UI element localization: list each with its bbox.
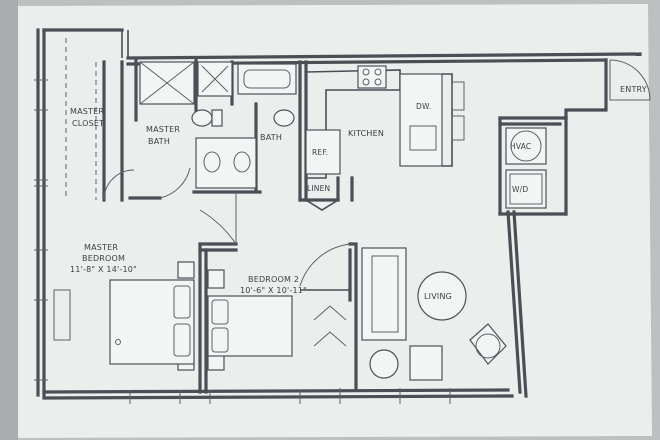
- dishwasher-label: DW.: [416, 102, 431, 111]
- bath-fixtures: [237, 63, 297, 127]
- master-bedroom-furniture: [109, 261, 195, 371]
- washer-dryer-unit: [505, 169, 547, 209]
- refrigerator-label: REF.: [312, 148, 328, 157]
- washer-dryer-label: W/D: [512, 185, 528, 194]
- bedroom-2-label: BEDROOM 2 10'-6" X 10'-11": [240, 275, 307, 295]
- kitchen-label: KITCHEN: [348, 129, 384, 138]
- hvac-label: HVAC: [510, 142, 531, 151]
- paper-sheet: [10, 4, 652, 438]
- linen-label: LINEN: [307, 184, 330, 193]
- sofa-icon: [361, 247, 407, 341]
- room-labels: MASTER CLOSET MASTER BATH BATH KITCHEN E…: [70, 85, 647, 301]
- bedroom-2-furniture: [207, 269, 347, 371]
- coffee-table-icon: [417, 271, 467, 321]
- range-icon: [357, 65, 387, 89]
- refrigerator-icon: [305, 129, 341, 175]
- master-closet-label: MASTER CLOSET: [70, 107, 107, 128]
- bedroom-2-bed-icon: [207, 295, 293, 357]
- master-bed-icon: [109, 279, 195, 365]
- entry-label: ENTRY: [620, 85, 647, 94]
- master-bath-fixtures: [139, 61, 257, 189]
- utility-closets: [505, 127, 547, 209]
- linen-closet: [305, 178, 339, 211]
- exterior-walls: [36, 28, 642, 400]
- master-bath-label: MASTER BATH: [146, 125, 183, 146]
- left-windows: [34, 79, 71, 381]
- sink-icon: [409, 125, 437, 151]
- bath-label: BATH: [260, 133, 282, 142]
- kitchen-fixtures: [305, 65, 465, 179]
- hvac-unit: [505, 127, 547, 165]
- kitchen-island: [399, 73, 443, 167]
- living-furniture: [361, 247, 507, 381]
- bottom-windows: [129, 388, 451, 404]
- living-label: LIVING: [424, 292, 452, 301]
- master-bedroom-label: MASTER BEDROOM 11'-8" X 14'-10": [70, 243, 137, 274]
- door-swings: [103, 59, 651, 287]
- hvac-icon: [510, 130, 542, 162]
